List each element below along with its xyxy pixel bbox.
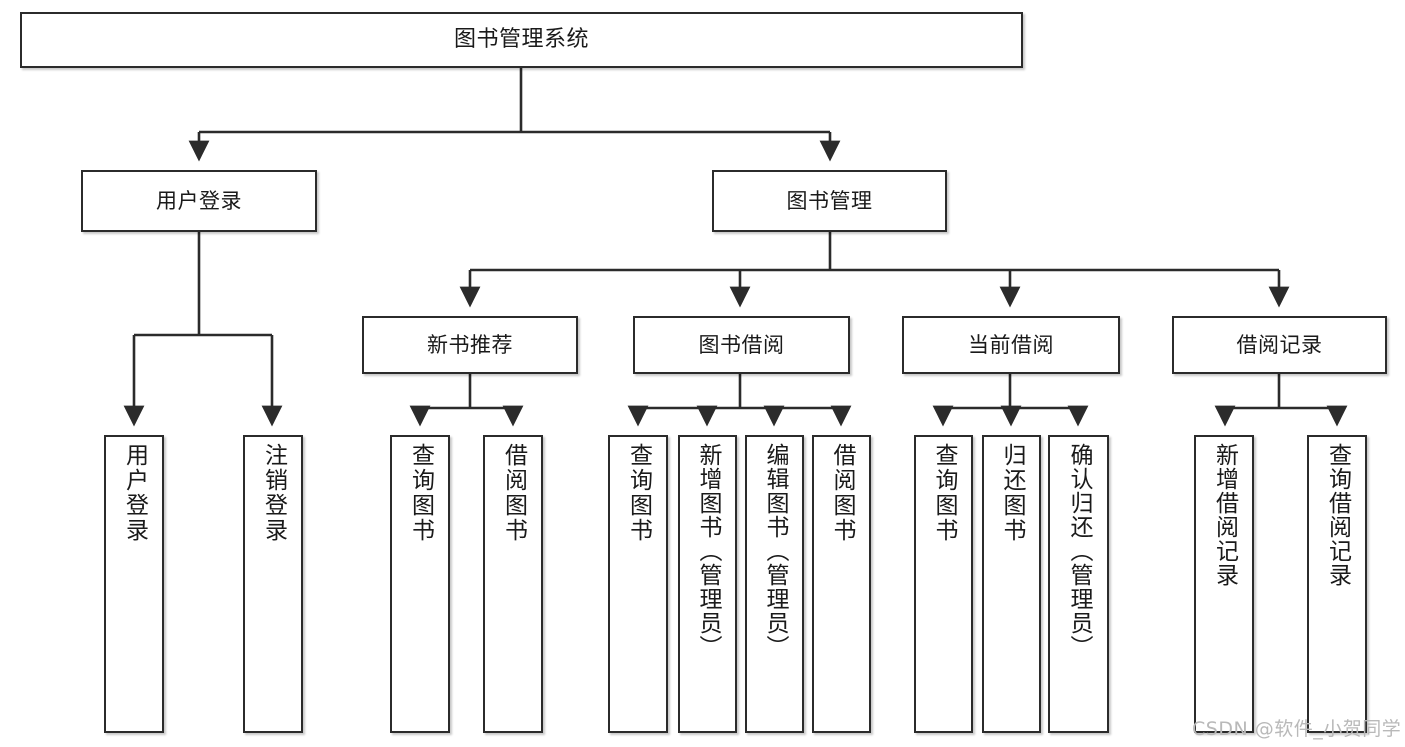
leaf-add-book[interactable]: 新增图书（管理员）: [678, 435, 737, 733]
leaf-return-book-label: 归还图书: [999, 443, 1025, 543]
leaf-query-book-3[interactable]: 查询图书: [914, 435, 973, 733]
node-book-borrow-label: 图书借阅: [698, 332, 785, 357]
leaf-query-book-2-label: 查询图书: [625, 443, 652, 543]
leaf-borrow-book-2[interactable]: 借阅图书: [812, 435, 871, 733]
node-book-borrow[interactable]: 图书借阅: [633, 316, 850, 374]
leaf-query-record-label: 查询借阅记录: [1324, 443, 1351, 587]
leaf-add-book-label: 新增图书（管理员）: [695, 443, 721, 659]
leaf-query-book-3-label: 查询图书: [931, 443, 957, 543]
leaf-borrow-book-1[interactable]: 借阅图书: [483, 435, 543, 733]
leaf-confirm-return-label: 确认归还（管理员）: [1066, 443, 1092, 659]
leaf-edit-book-label: 编辑图书（管理员）: [762, 443, 788, 659]
leaf-logout-login-label: 注销登录: [260, 443, 287, 543]
node-root[interactable]: 图书管理系统: [20, 12, 1023, 68]
leaf-query-record[interactable]: 查询借阅记录: [1307, 435, 1367, 733]
node-new-book-recommend[interactable]: 新书推荐: [362, 316, 578, 374]
leaf-borrow-book-2-label: 借阅图书: [829, 443, 855, 543]
node-book-manage[interactable]: 图书管理: [712, 170, 947, 232]
node-root-label: 图书管理系统: [453, 27, 589, 53]
leaf-edit-book[interactable]: 编辑图书（管理员）: [745, 435, 804, 733]
leaf-user-login-label: 用户登录: [121, 443, 148, 543]
node-borrow-record[interactable]: 借阅记录: [1172, 316, 1387, 374]
node-new-book-recommend-label: 新书推荐: [427, 332, 513, 357]
node-current-borrow[interactable]: 当前借阅: [902, 316, 1120, 374]
leaf-user-login[interactable]: 用户登录: [104, 435, 164, 733]
leaf-query-book-2[interactable]: 查询图书: [608, 435, 668, 733]
leaf-return-book[interactable]: 归还图书: [982, 435, 1041, 733]
node-user-login[interactable]: 用户登录: [81, 170, 317, 232]
node-current-borrow-label: 当前借阅: [968, 332, 1054, 357]
leaf-borrow-book-1-label: 借阅图书: [500, 443, 527, 543]
node-book-manage-label: 图书管理: [786, 188, 873, 213]
leaf-query-book-1[interactable]: 查询图书: [390, 435, 450, 733]
leaf-logout-login[interactable]: 注销登录: [243, 435, 303, 733]
leaf-confirm-return[interactable]: 确认归还（管理员）: [1048, 435, 1109, 733]
leaf-add-record-label: 新增借阅记录: [1211, 443, 1238, 587]
leaf-query-book-1-label: 查询图书: [407, 443, 434, 543]
node-user-login-label: 用户登录: [156, 188, 242, 213]
leaf-add-record[interactable]: 新增借阅记录: [1194, 435, 1254, 733]
node-borrow-record-label: 借阅记录: [1236, 332, 1323, 357]
